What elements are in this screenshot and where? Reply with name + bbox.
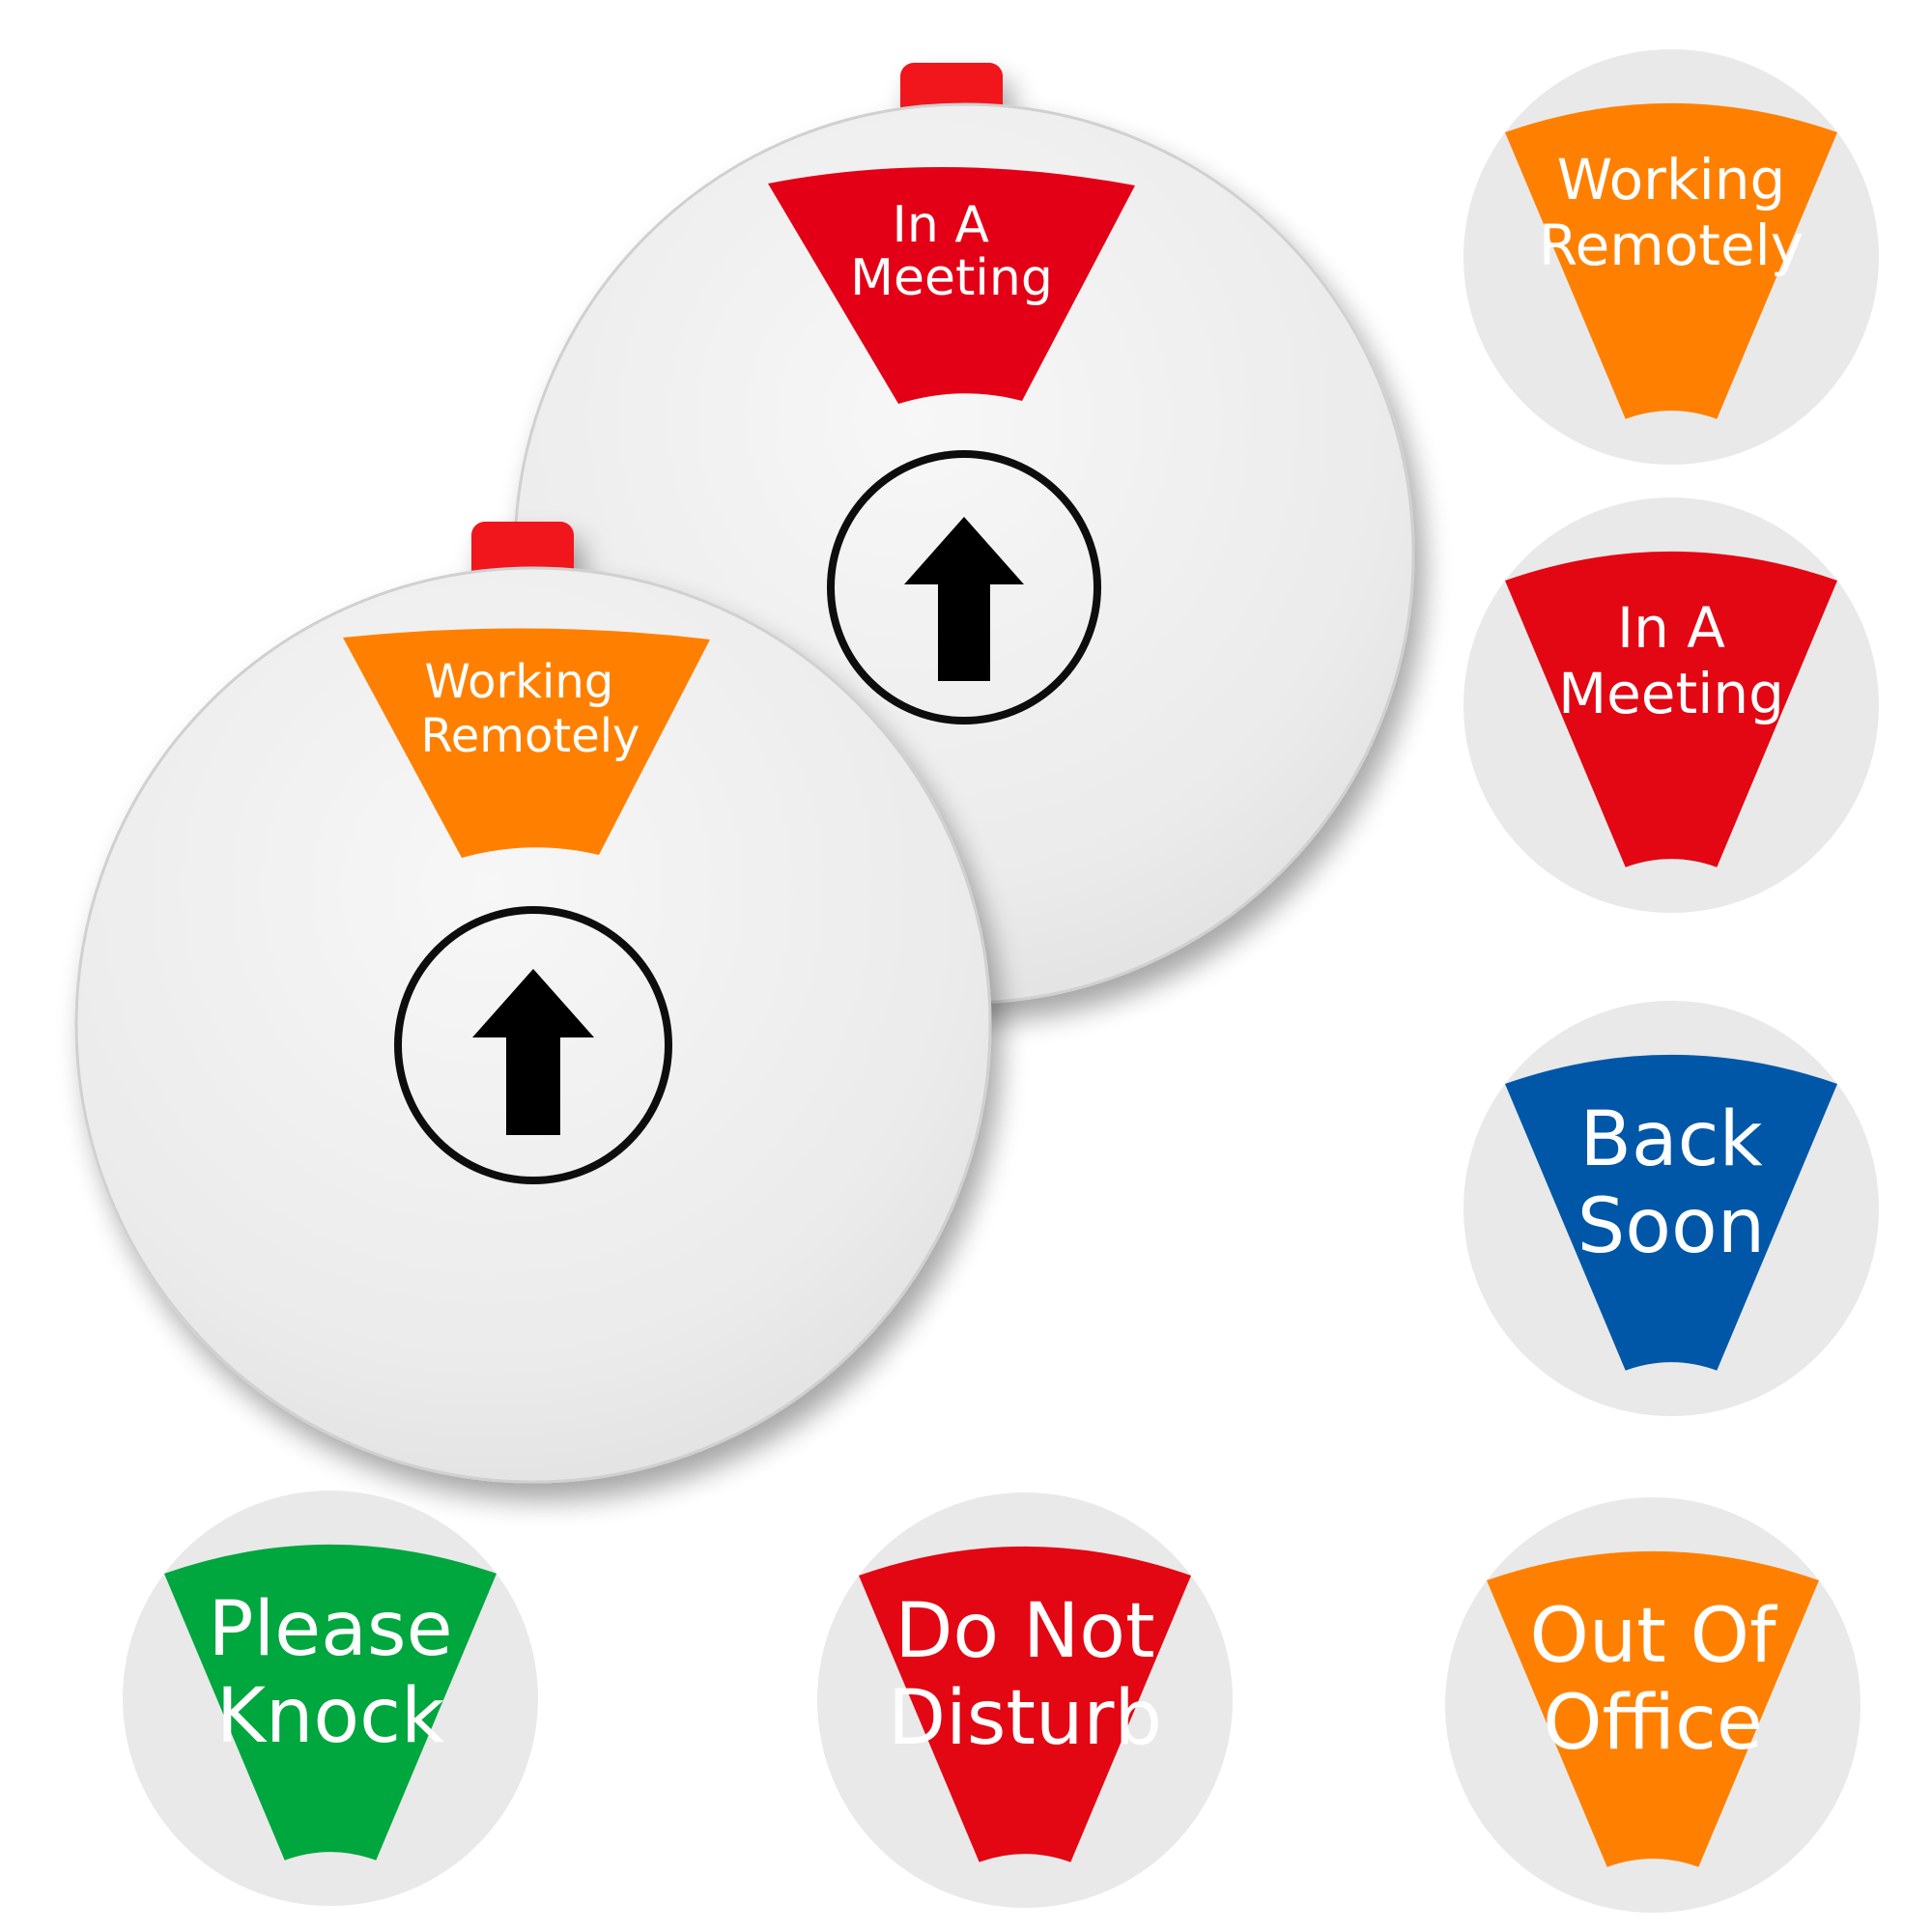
front-sign: Working Remotely [74,522,992,1484]
arrow-up-icon [472,969,594,1135]
back-sign: In A Meeting [513,63,1415,1005]
option-wedge [1505,102,1837,419]
window-text-back: In A Meeting [850,196,1053,307]
status-window-front [343,628,710,858]
arrow-ring-back [827,450,1101,724]
option-wedge [1487,1550,1819,1867]
option-wedge [1505,551,1837,867]
option-wedge [164,1544,497,1861]
arrow-up-icon [904,517,1024,681]
status-window-back [768,166,1135,404]
window-text-front: Working Remotely [421,655,640,763]
option-wedge [1505,1054,1837,1371]
option-wedge [859,1546,1191,1862]
arrow-ring-front [394,906,672,1184]
